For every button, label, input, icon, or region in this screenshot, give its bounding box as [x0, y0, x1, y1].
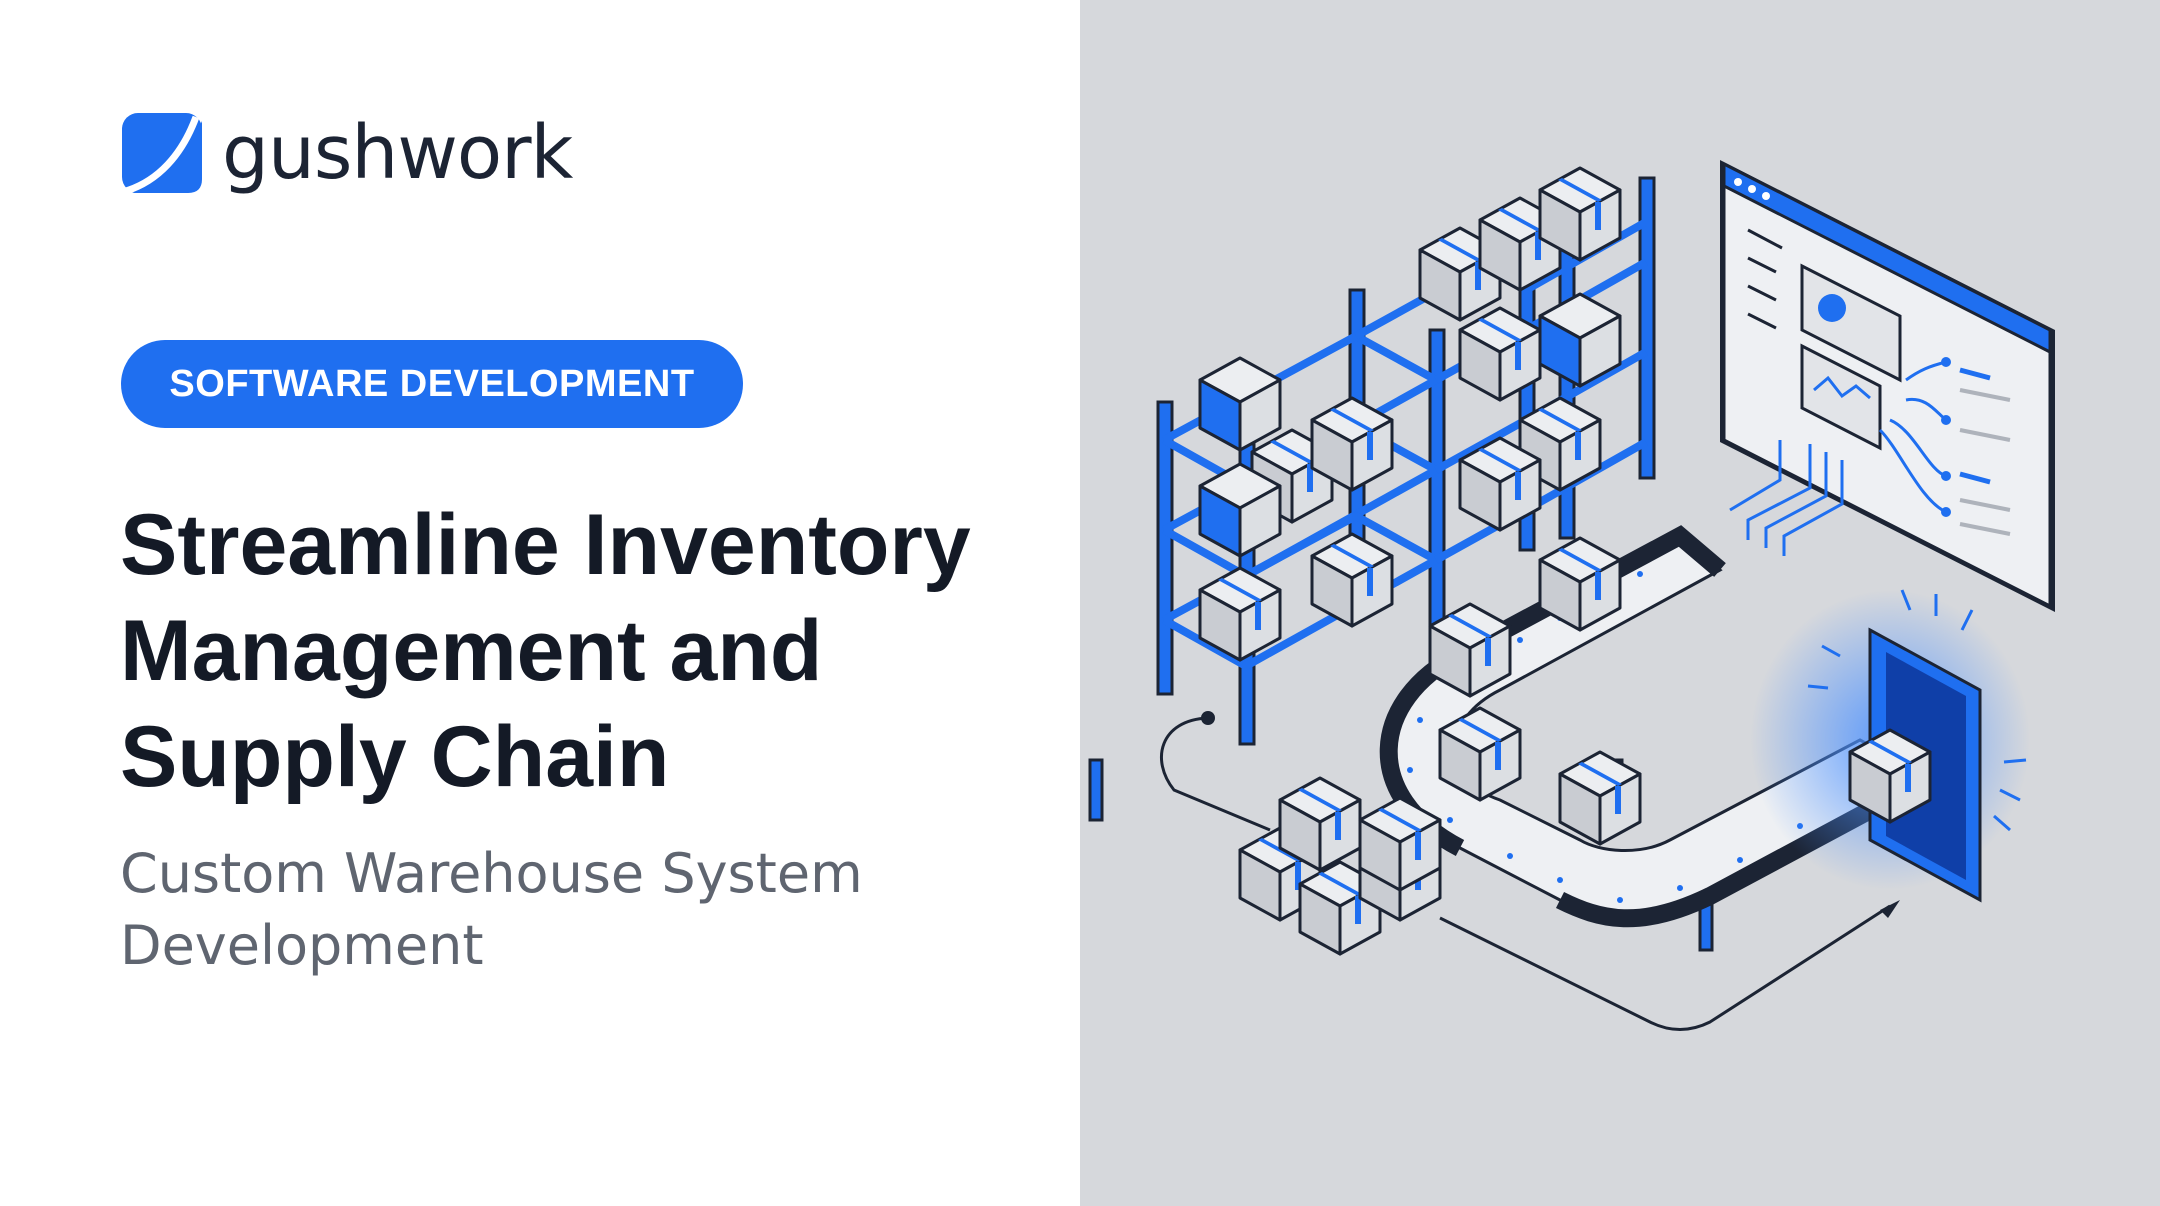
page-title: Streamline Inventory Management and Supp…: [120, 492, 1060, 810]
subtitle: Custom Warehouse System Development: [120, 838, 1060, 982]
text-panel: gushwork SOFTWARE DEVELOPMENT Streamline…: [120, 108, 1060, 982]
title-line-3: Supply Chain: [120, 709, 670, 805]
illustration-panel: [1080, 0, 2160, 1206]
category-badge: SOFTWARE DEVELOPMENT: [121, 340, 743, 428]
title-line-1: Streamline Inventory: [120, 497, 971, 593]
dashboard-screen-icon: [1720, 160, 2055, 612]
title-line-2: Management and: [120, 603, 823, 699]
warehouse-illustration: [1088, 160, 2055, 1031]
scanner-portal-icon: [1750, 589, 2030, 903]
subtitle-line-2: Development: [120, 914, 484, 977]
warehouse-shelving-icon: [1156, 168, 1656, 746]
data-link-lines: [1729, 440, 1844, 556]
gushwork-logo-icon: [122, 113, 202, 195]
brand-logo: gushwork: [120, 108, 573, 198]
cardboard-box-icon: [1240, 778, 1440, 954]
brand-name: gushwork: [222, 110, 573, 196]
subtitle-line-1: Custom Warehouse System: [120, 842, 863, 905]
flow-path: [1159, 716, 1891, 1031]
